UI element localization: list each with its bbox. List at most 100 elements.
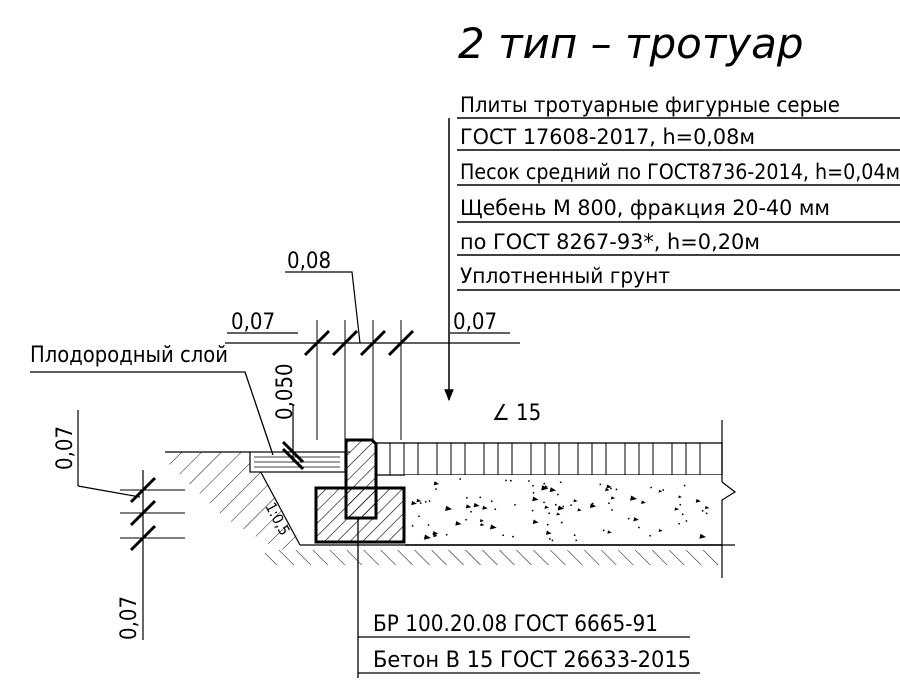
sand-dot — [650, 486, 653, 489]
dim-007-left: 0,07 — [231, 310, 275, 335]
angle-label: ∠ 15 — [492, 401, 541, 426]
sand-dot — [570, 504, 572, 507]
sand-dot — [479, 496, 482, 499]
sand-dot — [502, 534, 505, 537]
curb-label: БР 100.20.08 ГОСТ 6665-91 — [373, 612, 658, 637]
sand-dot — [608, 502, 610, 505]
gravel-mark — [416, 498, 422, 503]
sand-dot — [459, 478, 462, 480]
sand-dot — [678, 522, 681, 525]
sand-dot — [615, 488, 618, 491]
gravel-mark — [445, 505, 453, 512]
gravel-mark — [695, 498, 701, 503]
gravel-mark — [678, 495, 682, 499]
top-dimensions — [225, 271, 520, 440]
sand-dot — [434, 482, 437, 485]
layer-table — [444, 117, 900, 402]
curb-stone — [344, 438, 378, 520]
gravel-mark — [411, 500, 417, 506]
sand-dot — [610, 487, 612, 490]
paving-slabs — [375, 442, 723, 476]
gravel-mark — [433, 533, 438, 538]
gravel-mark — [557, 505, 565, 511]
gravel-mark — [607, 530, 612, 534]
sand-dot — [554, 503, 557, 506]
gravel-mark — [704, 505, 710, 510]
sand-dot — [649, 534, 652, 537]
left-dimension-chain — [77, 410, 185, 640]
sand-dot — [528, 480, 530, 482]
gravel-mark — [433, 481, 440, 486]
sand-dot — [681, 513, 684, 516]
sand-dot — [531, 509, 534, 512]
sand-dot — [685, 520, 688, 522]
sand-dot — [591, 502, 594, 505]
sand-dot — [432, 532, 435, 535]
gravel-mark — [479, 518, 484, 523]
gravel-mark — [532, 519, 539, 524]
layer-item-4: Щебень М 800, фракция 20-40 мм — [460, 196, 830, 220]
sand-dot — [556, 493, 559, 496]
sand-dot — [505, 479, 507, 482]
sand-dot — [546, 523, 549, 526]
dim-0050: 0,050 — [273, 363, 298, 420]
sand-dot — [514, 503, 516, 506]
layer-item-2: ГОСТ 17608-2017, h=0,08м — [460, 125, 755, 149]
sand-dot — [418, 515, 420, 518]
gravel-mark — [482, 505, 488, 510]
sand-dot — [551, 539, 554, 542]
sand-dot — [602, 529, 605, 532]
layer-item-6: Уплотненный грунт — [460, 264, 670, 288]
gravel-mark — [455, 521, 462, 526]
sand-dot — [465, 518, 467, 521]
sand-dot — [575, 539, 578, 542]
sand-dot — [494, 508, 497, 511]
gravel-mark — [465, 504, 472, 509]
sand-dot — [480, 523, 482, 526]
gravel-mark — [473, 502, 480, 508]
dim-007-side-bottom: 0,07 — [117, 596, 142, 640]
sand-dot — [427, 524, 430, 526]
sand-dot — [627, 517, 630, 520]
gravel-mark — [489, 524, 497, 530]
sand-dot — [470, 510, 472, 513]
sand-dot — [548, 512, 551, 515]
concrete-label: Бетон В 15 ГОСТ 26633-2015 — [373, 648, 691, 673]
gravel-mark — [610, 496, 616, 500]
sand-dot — [638, 526, 640, 529]
sand-dot — [611, 509, 613, 511]
sand-dot — [512, 535, 514, 538]
sand-dot — [559, 481, 562, 484]
vertical-dim-0050 — [270, 405, 350, 471]
sand-dot — [543, 482, 546, 485]
gravel-mark — [674, 507, 679, 511]
gravel-mark — [577, 508, 582, 512]
sand-dot — [490, 500, 493, 503]
sand-dot — [532, 484, 534, 487]
dim-007-side-top: 0,07 — [53, 426, 78, 470]
gravel-mark — [545, 530, 552, 535]
gravel-mark — [629, 495, 638, 501]
gravel-mark — [544, 505, 550, 509]
layer-item-3: Песок средний по ГОСТ8736-2014, h=0,04м — [460, 160, 900, 184]
gravel-mark — [541, 485, 549, 491]
dim-007-right: 0,07 — [453, 310, 497, 335]
sand-dot — [445, 533, 448, 536]
sand-dot — [419, 502, 422, 505]
sand-dot — [509, 479, 512, 482]
gravel-mark — [589, 503, 597, 509]
sand-dot — [543, 501, 545, 504]
sand-dot — [411, 524, 414, 527]
sand-dot — [428, 500, 431, 502]
layer-item-1: Плиты тротуарные фигурные серые — [460, 93, 840, 117]
gravel-mark — [658, 528, 663, 533]
curb-callout — [357, 518, 700, 678]
sand-dot — [465, 496, 468, 499]
drawing-title: 2 тип – тротуар — [458, 19, 804, 68]
gravel-mark — [573, 499, 578, 503]
sand-dot — [562, 505, 565, 508]
gravel-mark — [556, 512, 561, 516]
sand-dot — [599, 483, 602, 486]
sand-dot — [662, 489, 665, 491]
